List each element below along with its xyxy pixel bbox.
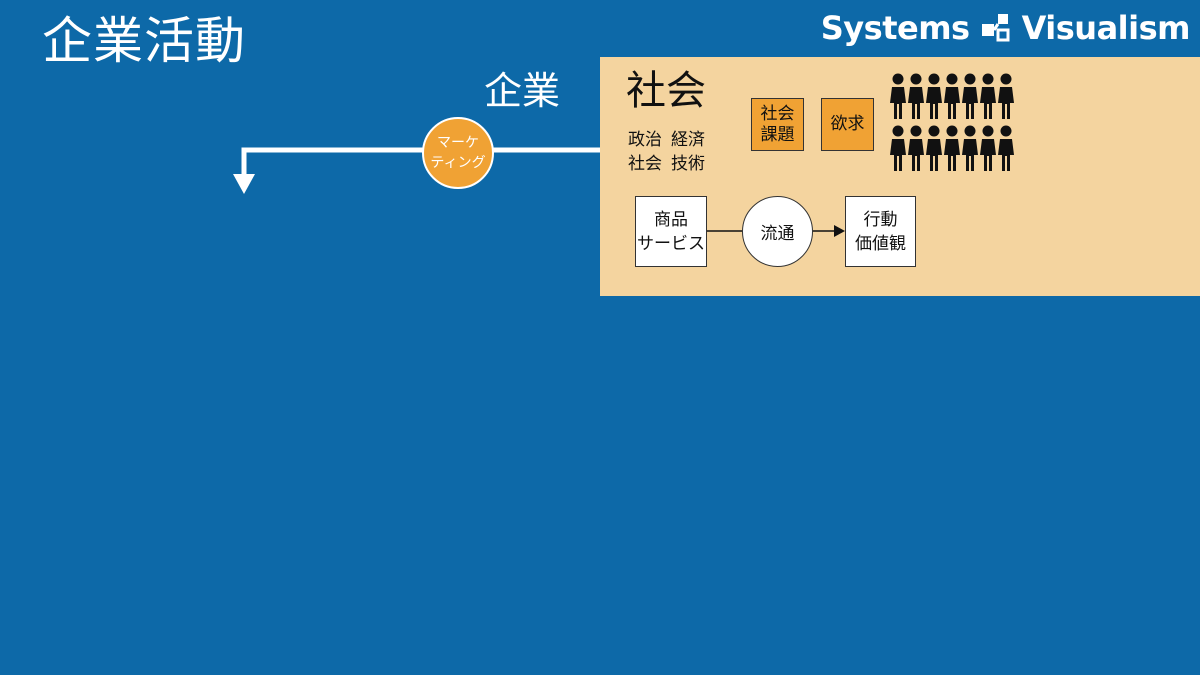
person-icon: [926, 73, 942, 119]
products-line2: サービス: [637, 233, 705, 254]
marketing-line1: マーケ: [437, 135, 479, 151]
marketing-circle: マーケ ティング: [422, 117, 494, 189]
domain-technology: 技術: [671, 154, 705, 174]
distribution-circle: 流通: [742, 196, 813, 267]
person-icon: [980, 125, 996, 171]
person-icon: [944, 73, 960, 119]
behavior-values-box: 行動 価値観: [845, 196, 916, 267]
behavior-line1: 行動: [863, 209, 898, 230]
distribution-label: 流通: [760, 224, 795, 244]
flow-arrowhead: [834, 225, 845, 237]
person-icon: [890, 73, 906, 119]
domains-row-2: 社会技術: [628, 152, 714, 176]
desire-label: 欲求: [830, 114, 865, 134]
society-title: 社会: [626, 68, 706, 114]
domain-society: 社会: [628, 154, 662, 174]
social-issues-line2: 課題: [760, 124, 795, 145]
products-services-box: 商品 サービス: [635, 196, 707, 267]
person-icon: [962, 125, 978, 171]
person-icon: [926, 125, 942, 171]
products-line1: 商品: [654, 209, 688, 230]
domain-economy: 経済: [671, 130, 705, 150]
marketing-line2: ティング: [430, 155, 486, 171]
brand-logo: Systems Visualism: [820, 6, 1191, 50]
person-icon: [962, 73, 978, 119]
society-domains: 政治経済 社会技術: [628, 128, 714, 176]
person-icon: [944, 125, 960, 171]
person-icon: [998, 73, 1014, 119]
behavior-line2: 価値観: [855, 233, 906, 254]
brand-right-word: Visualism: [1021, 9, 1191, 47]
page-title: 企業活動: [42, 12, 246, 70]
brand-left-word: Systems: [820, 9, 970, 47]
person-icon: [998, 125, 1014, 171]
company-label: 企業: [484, 69, 561, 113]
person-icon: [980, 73, 996, 119]
person-icon: [890, 125, 906, 171]
domains-row-1: 政治経済: [628, 128, 714, 152]
social-issues-line1: 社会: [760, 103, 795, 124]
people-svg: [890, 73, 1014, 171]
systems-visualism-logo-icon: [980, 12, 1012, 44]
person-icon: [908, 73, 924, 119]
marketing-arrow-head: [233, 174, 255, 194]
person-icon: [908, 125, 924, 171]
domain-politics: 政治: [628, 130, 662, 150]
social-issues-box: 社会 課題: [751, 98, 804, 151]
people-crowd: [888, 73, 1023, 177]
desire-box: 欲求: [821, 98, 874, 151]
